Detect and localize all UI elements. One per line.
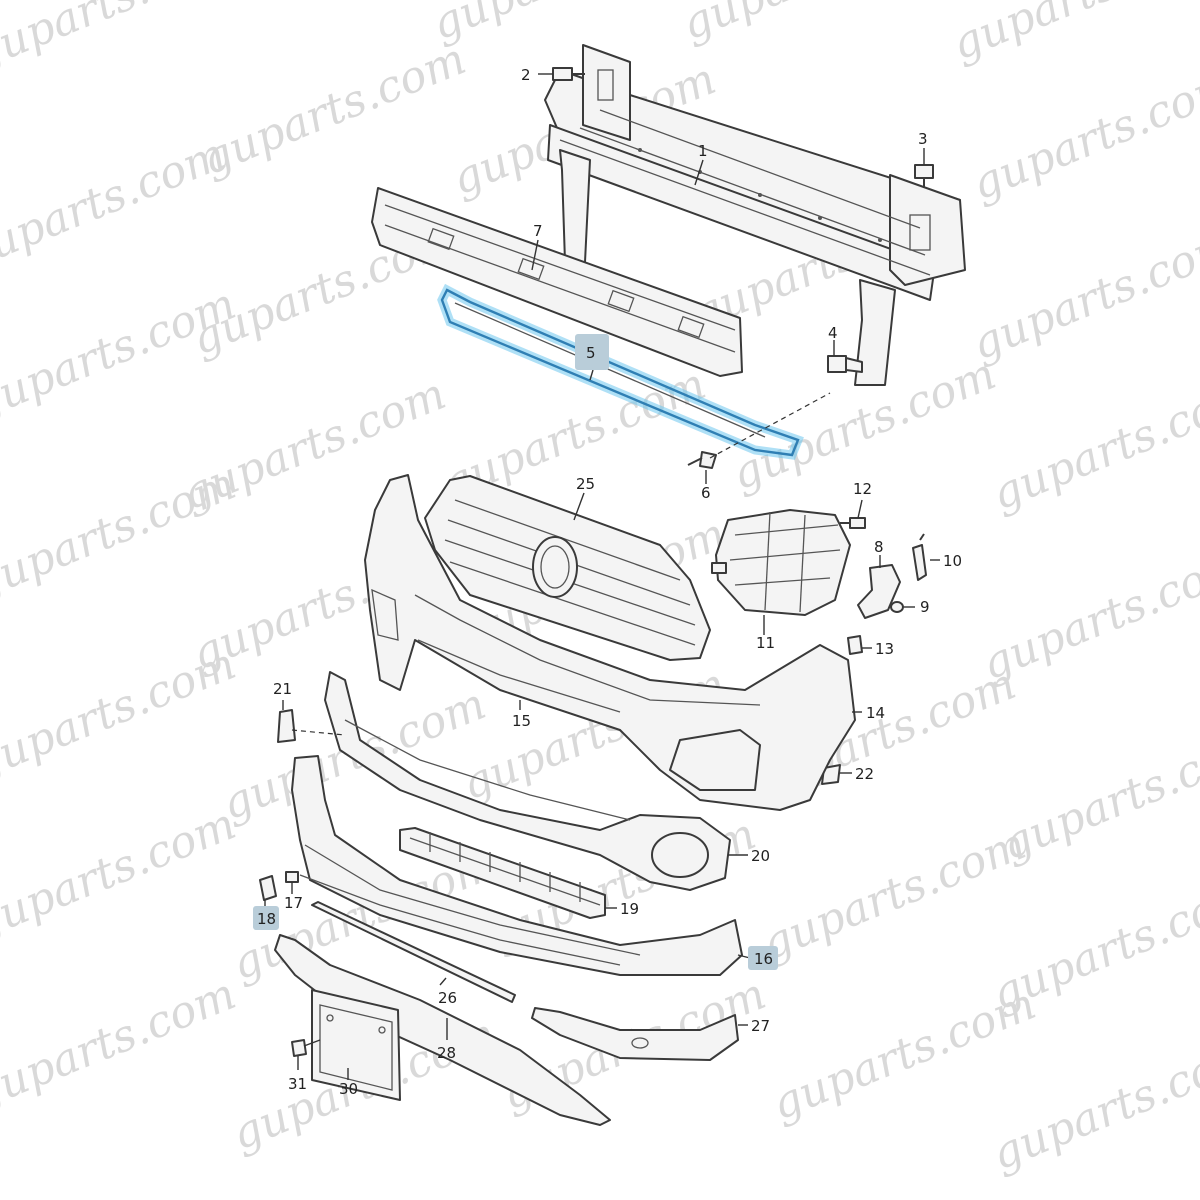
part-5-lower-stiffener[interactable]: [437, 283, 804, 460]
watermark-text: guparts.com: [995, 718, 1200, 870]
watermark-text: guparts.com: [0, 0, 243, 80]
watermark-text: guparts.com: [975, 538, 1200, 690]
callout-21[interactable]: 21: [273, 680, 292, 698]
watermark-text: guparts.com: [0, 968, 243, 1120]
part-13-clip[interactable]: [847, 635, 863, 655]
callout-2[interactable]: 2: [521, 66, 531, 84]
part-2-bolt[interactable]: [552, 67, 585, 81]
watermark-text: guparts.com: [0, 128, 233, 280]
callout-9[interactable]: 9: [920, 598, 930, 616]
watermark-text: guparts.com: [425, 0, 703, 50]
watermark-text: guparts.com: [965, 58, 1200, 210]
watermark-text: guparts.com: [0, 638, 243, 790]
part-6-clip[interactable]: [687, 451, 717, 469]
callout-labels: 1 2 3 4 5 6 7 8 9 10 11 12 13 14 15 16 1…: [257, 66, 962, 1098]
watermark-text: guparts.com: [985, 1028, 1200, 1180]
callout-11[interactable]: 11: [756, 634, 775, 652]
callout-8[interactable]: 8: [874, 538, 884, 556]
part-20-lower-trim-frame[interactable]: [324, 671, 731, 891]
callout-30[interactable]: 30: [339, 1080, 358, 1098]
callout-17[interactable]: 17: [284, 894, 303, 912]
part-31-screw[interactable]: [291, 1039, 307, 1057]
part-9-nut[interactable]: [890, 601, 904, 613]
callout-19[interactable]: 19: [620, 900, 639, 918]
part-30-license-plate-bracket[interactable]: [311, 989, 401, 1101]
watermark-text: guparts.com: [0, 458, 243, 610]
callout-26[interactable]: 26: [438, 989, 457, 1007]
callout-6[interactable]: 6: [701, 484, 711, 502]
part-7-energy-absorber[interactable]: [371, 187, 743, 377]
part-8-bracket[interactable]: [857, 564, 901, 619]
watermark-text: guparts.com: [755, 818, 1033, 970]
callout-14[interactable]: 14: [866, 704, 885, 722]
highlight-box-18: [253, 906, 279, 930]
watermark-text: guparts.com: [675, 0, 953, 50]
part-21-bracket[interactable]: [277, 709, 296, 743]
part-22-clip[interactable]: [821, 764, 841, 785]
callout-16[interactable]: 16: [754, 950, 773, 968]
highlight-box-5: [575, 334, 609, 370]
callout-4[interactable]: 4: [828, 324, 838, 342]
part-15-bumper-cover[interactable]: [364, 474, 856, 811]
callout-25[interactable]: 25: [576, 475, 595, 493]
callout-3[interactable]: 3: [918, 130, 928, 148]
part-19-grille-insert[interactable]: [399, 827, 606, 919]
callout-10[interactable]: 10: [943, 552, 962, 570]
callout-15[interactable]: 15: [512, 712, 531, 730]
watermark-text: guparts.com: [195, 33, 473, 185]
part-16-lower-bumper[interactable]: [291, 755, 743, 976]
part-27-side-trim[interactable]: [531, 1007, 739, 1061]
part-25-radiator-grille[interactable]: [424, 475, 711, 661]
callout-5[interactable]: 5: [586, 344, 596, 362]
part-11-fog-light-bracket[interactable]: [711, 509, 851, 616]
callout-27[interactable]: 27: [751, 1017, 770, 1035]
watermark-text: guparts.com: [0, 798, 243, 950]
callout-20[interactable]: 20: [751, 847, 770, 865]
watermark-text: guparts.com: [985, 368, 1200, 520]
highlight-box-16: [748, 946, 778, 970]
watermark-text: guparts.com: [765, 978, 1043, 1130]
leader-lines: [264, 73, 940, 1080]
callout-18[interactable]: 18: [257, 910, 276, 928]
callout-12[interactable]: 12: [853, 480, 872, 498]
watermark-text: guparts.com: [945, 0, 1200, 70]
callout-1[interactable]: 1: [698, 142, 708, 160]
part-10-sensor[interactable]: [912, 533, 927, 581]
callout-22[interactable]: 22: [855, 765, 874, 783]
callout-31[interactable]: 31: [288, 1075, 307, 1093]
part-26-trim-strip[interactable]: [311, 901, 516, 1003]
callout-7[interactable]: 7: [533, 222, 543, 240]
part-3-bolt[interactable]: [914, 164, 934, 188]
part-1-carrier-bar[interactable]: [544, 44, 966, 386]
part-12-bolt[interactable]: [840, 517, 866, 529]
callout-13[interactable]: 13: [875, 640, 894, 658]
callout-28[interactable]: 28: [437, 1044, 456, 1062]
part-17-screw[interactable]: [285, 871, 299, 883]
part-4-buffer[interactable]: [827, 355, 863, 373]
watermark-text: guparts.com: [965, 218, 1200, 370]
part-28-lower-spoiler[interactable]: [274, 934, 611, 1126]
part-18-clip[interactable]: [259, 875, 277, 901]
